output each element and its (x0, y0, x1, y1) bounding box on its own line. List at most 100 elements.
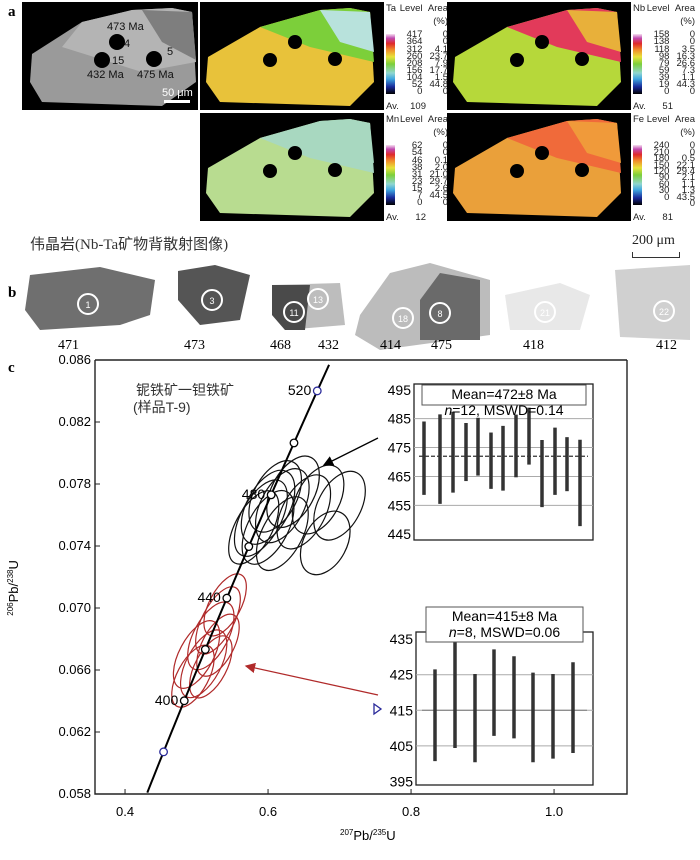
svg-text:3: 3 (209, 296, 214, 306)
grain-2 (178, 265, 250, 325)
legend-element: Ta (386, 3, 397, 14)
panel-b-title: 伟晶岩(Nb-Ta矿物背散射图像) (30, 237, 229, 253)
error-ellipse (241, 489, 295, 565)
legend-element: Mn (386, 114, 400, 125)
legend-area: 2.1 (681, 172, 695, 184)
color-scale (633, 145, 642, 205)
legend-area: 29.7 (429, 175, 449, 187)
concordia-age-label: 520 (288, 382, 312, 398)
legend-area-header: Area (427, 3, 448, 14)
legend-level: 208 (406, 57, 423, 69)
legend-area: 1.5 (434, 72, 448, 84)
spot-age: 412 (656, 338, 677, 353)
bse-age: 473 Ma (107, 21, 145, 33)
weighted-mean-inset (415, 631, 594, 786)
mean-age-text: Mean=472±8 Ma (451, 386, 557, 402)
legend-area: 0 (442, 36, 448, 48)
legend-level: 118 (654, 43, 670, 55)
legend-level: 417 (406, 29, 423, 41)
legend-level: 52 (411, 79, 423, 91)
inset-y-tick-label: 445 (388, 526, 412, 542)
color-scale (633, 34, 642, 94)
concordia-curve (146, 364, 330, 793)
legend-area: 16.3 (676, 50, 696, 62)
bse-spot: 5 (167, 46, 173, 58)
legend-area: 0 (689, 146, 695, 158)
inset-y-tick-label: 435 (390, 631, 414, 647)
legend-area-header: Area (674, 114, 695, 125)
legend-level: 46 (411, 154, 423, 166)
legend-area: 4.1 (434, 43, 448, 55)
legend-area: 44.5 (429, 190, 449, 202)
inset-y-tick-label: 415 (390, 702, 414, 718)
svg-text:11: 11 (289, 308, 298, 318)
legend-area: 23.7 (429, 50, 449, 62)
panel-label-c: c (8, 360, 15, 376)
y-tick-label: 0.082 (58, 414, 91, 429)
mswd-text: n=8, MSWD=0.06 (449, 624, 561, 640)
legend-level: 19 (658, 79, 670, 91)
legend-level: 0 (417, 197, 423, 209)
legend-element: Fe (633, 114, 645, 125)
legend-av-label: Av. (633, 212, 646, 223)
inset-y-tick-label: 475 (388, 440, 412, 456)
legend-area-unit: (%) (433, 127, 448, 139)
legend-level: 150 (653, 159, 670, 171)
legend-level: 260 (406, 50, 423, 62)
legend-area-unit: (%) (680, 127, 695, 139)
error-ellipse (255, 496, 309, 572)
inset-y-tick-label: 465 (388, 468, 412, 484)
error-ellipse (313, 470, 366, 541)
y-tick-label: 0.086 (58, 352, 91, 367)
scale-label: 50 μm (162, 87, 193, 99)
element-map-mn (200, 113, 384, 221)
svg-text:13: 13 (313, 295, 323, 305)
grain-5 (505, 283, 590, 330)
legend-area: 2.0 (434, 161, 448, 173)
legend-level: 7 (417, 190, 423, 202)
color-scale (386, 34, 395, 94)
concordia-age-marker (222, 593, 232, 603)
legend-level-header: Level (399, 3, 423, 14)
y-axis-label: 206Pb/238U (6, 560, 21, 616)
legend-area: 0 (689, 36, 695, 48)
concordia-age-marker (200, 645, 210, 654)
concordia-age-label: 440 (197, 589, 221, 605)
legend-level: 54 (411, 147, 423, 159)
grain-1 (25, 267, 155, 330)
legend-level-header: Level (646, 114, 670, 125)
legend-level: 39 (658, 72, 670, 84)
analysis-spot: 13 (307, 288, 329, 310)
inset-y-tick-label: 495 (388, 382, 412, 398)
inset-y-tick-label: 485 (388, 411, 412, 427)
legend-level: 90 (658, 172, 670, 184)
spot-age: 475 (431, 338, 452, 353)
legend-area: 17.7 (429, 64, 449, 76)
mean-marker-triangle (373, 702, 383, 716)
legend-area: 2.6 (434, 183, 448, 195)
legend-level: 38 (411, 161, 423, 173)
mean-age-text: Mean=415±8 Ma (452, 608, 558, 624)
sample-annotation: 铌铁矿一钽铁矿 (136, 382, 234, 398)
x-tick-label: 0.6 (259, 804, 277, 819)
error-ellipse (171, 644, 215, 708)
color-scale (386, 145, 395, 205)
legend-area: 1.3 (681, 185, 695, 197)
svg-text:1: 1 (85, 300, 90, 310)
legend-area: 0 (689, 197, 695, 209)
legend-area-unit: (%) (680, 16, 695, 28)
legend-level: 138 (653, 36, 670, 48)
legend-av-label: Av. (386, 101, 399, 112)
legend-level: 104 (406, 72, 423, 84)
scale-bar (632, 252, 680, 258)
analysis-spot: 1 (77, 293, 99, 315)
legend-area-header: Area (674, 3, 695, 14)
bse-grain: 473 Ma 4 15 432 Ma 5 475 Ma 50 μm (30, 8, 196, 106)
concordia-age-marker (289, 438, 299, 448)
legend-level: 210 (653, 146, 670, 158)
legend-area: 0 (689, 86, 695, 98)
x-tick-label: 0.8 (402, 804, 420, 819)
